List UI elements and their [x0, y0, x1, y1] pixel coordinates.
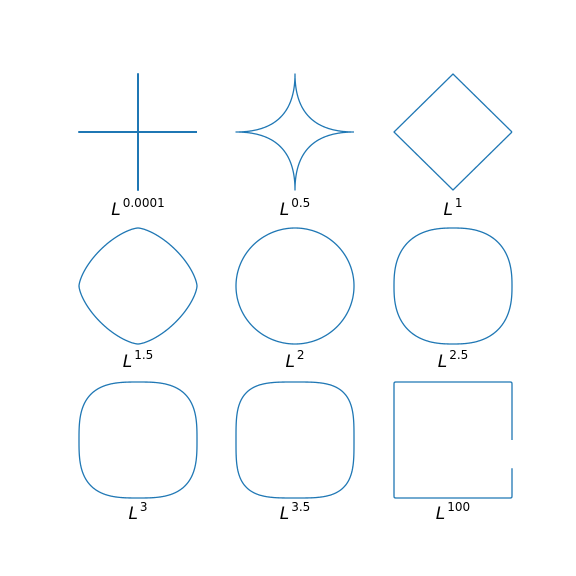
unit-circle-curve — [78, 73, 197, 191]
label-exponent: 2 — [297, 348, 305, 362]
label-base: L — [443, 200, 452, 220]
label-exponent: 0.0001 — [123, 196, 165, 210]
label-exponent: 2.5 — [449, 348, 468, 362]
label-base: L — [285, 352, 294, 372]
unit-circle-curve — [393, 227, 513, 345]
unit-circle-curve — [235, 227, 355, 345]
label-exponent: 3.5 — [291, 500, 310, 514]
label-base: L — [280, 200, 289, 220]
label-exponent: 100 — [447, 500, 470, 514]
label-exponent: 1 — [455, 196, 463, 210]
label-exponent: 0.5 — [291, 196, 310, 210]
label-base: L — [436, 504, 445, 524]
label-base: L — [280, 504, 289, 524]
unit-circle-curve — [393, 73, 513, 191]
label-base: L — [438, 352, 447, 372]
label-base: L — [123, 352, 132, 372]
unit-circle-curve — [235, 381, 355, 499]
label-base: L — [128, 504, 137, 524]
unit-circle-curve — [78, 227, 198, 345]
unit-circle-curve — [235, 73, 355, 191]
unit-circle-curve — [78, 381, 198, 499]
unit-circle-curve — [393, 381, 513, 499]
label-exponent: 1.5 — [134, 348, 153, 362]
label-base: L — [111, 200, 120, 220]
label-exponent: 3 — [140, 500, 148, 514]
